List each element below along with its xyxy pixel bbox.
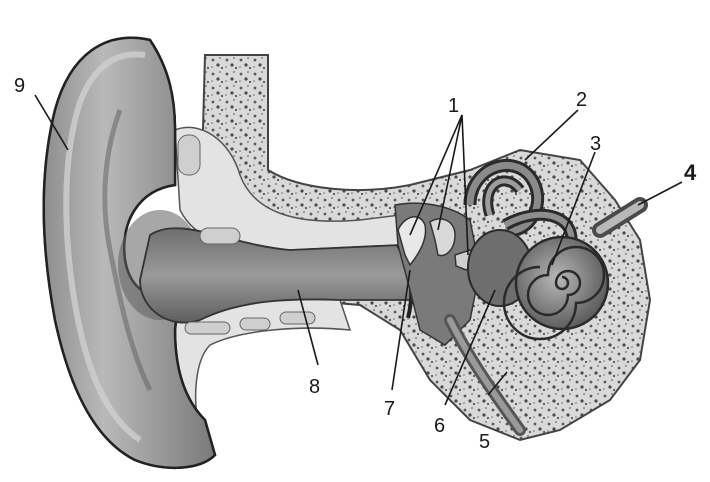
cartilage-blob-1 — [177, 134, 201, 176]
label-4: 4 — [684, 160, 697, 185]
cartilage-blob-3 — [184, 321, 231, 335]
antihelix — [102, 109, 153, 392]
helix-rim — [63, 51, 146, 443]
label-5: 5 — [479, 431, 490, 453]
label-6: 6 — [434, 415, 445, 437]
cartilage-blob-5 — [279, 311, 316, 325]
leader-lines — [34, 94, 683, 406]
eustachian-tube-inner — [447, 317, 523, 433]
auditory-nerve-highlight — [596, 201, 644, 234]
label-3: 3 — [590, 133, 601, 155]
cochlea-spiral — [502, 245, 606, 341]
label-8: 8 — [309, 376, 320, 398]
label-2: 2 — [576, 89, 587, 111]
cartilage-blob-2 — [199, 227, 241, 245]
label-9: 9 — [14, 75, 25, 97]
label-7: 7 — [384, 398, 395, 420]
cartilage-blob-4 — [239, 317, 271, 331]
label-1: 1 — [448, 95, 459, 117]
ossicle-malleus — [397, 216, 427, 267]
